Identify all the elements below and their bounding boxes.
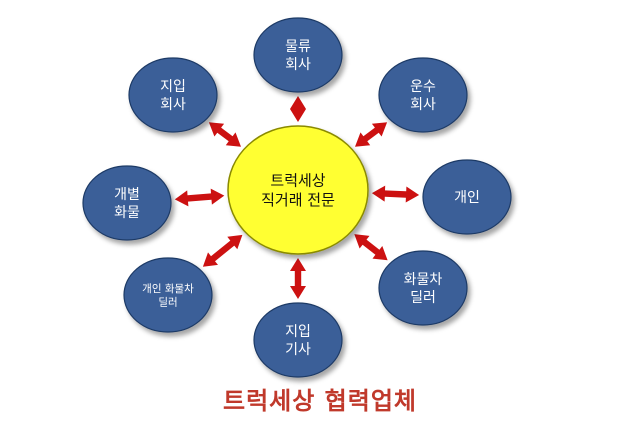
arrow-individual-cargo [174, 188, 225, 207]
partner-label-logistics-company-line-2: 회사 [285, 57, 311, 73]
arrows-layer [174, 96, 420, 299]
center-label-line-2: 직거래 전문 [261, 191, 335, 209]
partner-ellipse-individual-cargo [82, 165, 172, 241]
partner-label-owner-operator-company-line-2: 회사 [160, 97, 186, 113]
arrow-logistics-company [290, 96, 306, 122]
arrow-truck-dealer [354, 234, 388, 261]
partner-ellipse-individual [422, 159, 512, 235]
partner-ellipse-individual-truck-dealer [123, 257, 213, 333]
partner-ellipse-truck-dealer [378, 250, 468, 326]
arrow-individual [371, 185, 420, 203]
partner-label-owner-driver-line-1: 지입 [285, 324, 311, 340]
partner-label-logistics-company-line-1: 물류 [285, 39, 311, 55]
partner-label-individual-line-1: 개인 [454, 190, 480, 206]
center-label-line-1: 트럭세상 [270, 172, 325, 190]
arrow-owner-driver [290, 258, 306, 299]
partner-label-individual-truck-dealer-line-2: 딜러 [158, 297, 177, 309]
partner-label-truck-dealer-line-1: 화물차 [404, 272, 443, 288]
partner-ellipse-owner-driver [253, 302, 343, 378]
partner-ellipse-transport-company [378, 57, 468, 133]
partner-label-truck-dealer-line-2: 딜러 [410, 290, 436, 306]
partner-ellipse-logistics-company [253, 17, 343, 93]
partner-label-owner-driver-line-2: 기사 [285, 342, 311, 358]
partner-node-individual: 개인 [422, 159, 512, 235]
arrow-transport-company [355, 122, 388, 147]
partner-label-individual-cargo-line-1: 개별 [114, 187, 140, 203]
center-ellipse [227, 125, 369, 255]
partner-label-owner-operator-company-line-1: 지입 [160, 79, 186, 95]
arrow-owner-operator-company [208, 122, 241, 147]
diagram-caption: 트럭세상 협력업체 [223, 387, 417, 415]
partner-ellipse-owner-operator-company [128, 57, 218, 133]
partner-label-transport-company-line-2: 회사 [410, 97, 436, 113]
partner-label-individual-truck-dealer-line-1: 개인 화물차 [142, 283, 194, 295]
partner-label-individual-cargo-line-2: 화물 [114, 205, 140, 221]
arrow-individual-truck-dealer [202, 234, 243, 267]
partner-label-transport-company-line-1: 운수 [410, 79, 436, 95]
